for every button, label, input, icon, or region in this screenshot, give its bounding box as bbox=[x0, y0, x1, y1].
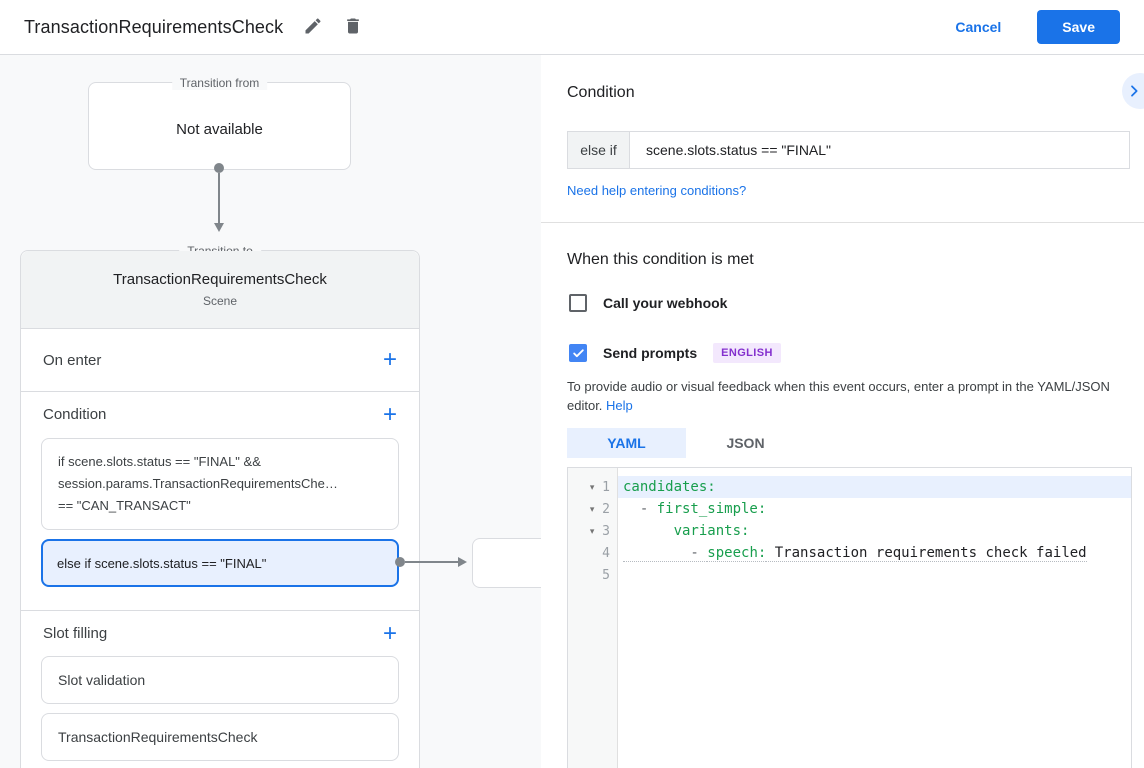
scene-subtitle: Scene bbox=[202, 294, 238, 308]
transition-from-content: Not available bbox=[176, 121, 263, 138]
add-slot-button[interactable]: + bbox=[382, 619, 397, 647]
fold-arrow-icon[interactable]: ▾ bbox=[589, 503, 595, 514]
scene-card-header[interactable]: TransactionRequirementsCheck Scene bbox=[21, 251, 419, 329]
slot-filling-label: Slot filling bbox=[43, 625, 108, 642]
panel-divider bbox=[541, 222, 1144, 223]
trash-icon bbox=[343, 16, 363, 39]
line-number: 3 bbox=[602, 523, 610, 539]
send-prompts-row: Send prompts ENGLISH bbox=[569, 343, 781, 363]
section-divider bbox=[21, 391, 419, 392]
code-segment-val: Transaction requirements check failed bbox=[766, 545, 1087, 562]
line-number: 2 bbox=[602, 501, 610, 517]
condition-item-if[interactable]: if scene.slots.status == "FINAL" && sess… bbox=[41, 438, 399, 530]
transition-target-node[interactable] bbox=[472, 538, 541, 588]
connector-line bbox=[405, 561, 458, 563]
slot-item-transaction-check[interactable]: TransactionRequirementsCheck bbox=[41, 713, 399, 761]
delete-scene-button[interactable] bbox=[337, 10, 369, 45]
code-line[interactable] bbox=[618, 564, 1131, 586]
code-segment-key: variants: bbox=[673, 523, 750, 539]
slot-filling-section: Slot filling + bbox=[21, 611, 419, 656]
add-condition-button[interactable]: + bbox=[382, 400, 397, 428]
editor-hint-text: To provide audio or visual feedback when… bbox=[567, 379, 1110, 413]
slot-item-validation[interactable]: Slot validation bbox=[41, 656, 399, 704]
section-divider bbox=[21, 610, 419, 611]
code-segment-plain bbox=[623, 523, 674, 539]
condition-editor-panel: Condition else if Need help entering con… bbox=[541, 55, 1144, 768]
webhook-label: Call your webhook bbox=[603, 295, 728, 311]
save-button[interactable]: Save bbox=[1037, 10, 1120, 44]
yaml-editor-lines[interactable]: candidates: - first_simple: variants: - … bbox=[618, 468, 1131, 768]
panel-title: Condition bbox=[567, 84, 635, 101]
condition-input-group: else if bbox=[567, 131, 1130, 169]
language-badge: ENGLISH bbox=[713, 343, 781, 363]
editor-tabs: YAML JSON bbox=[567, 428, 805, 458]
webhook-row: Call your webhook bbox=[569, 294, 727, 312]
when-condition-met-title: When this condition is met bbox=[567, 251, 754, 268]
help-inline-link[interactable]: Help bbox=[606, 398, 633, 413]
condition-item-elseif-selected[interactable]: else if scene.slots.status == "FINAL" bbox=[41, 539, 399, 587]
line-number: 5 bbox=[602, 567, 610, 583]
gutter-line[interactable]: 5 bbox=[568, 564, 617, 586]
pencil-icon bbox=[303, 16, 323, 39]
gutter-line[interactable]: ▾3 bbox=[568, 520, 617, 542]
scene-card: Transition to TransactionRequirementsChe… bbox=[20, 244, 420, 768]
code-segment-key: candidates: bbox=[623, 479, 716, 495]
code-segment-key: speech: bbox=[707, 545, 767, 562]
scene-title: TransactionRequirementsCheck bbox=[113, 271, 327, 288]
tab-json[interactable]: JSON bbox=[726, 435, 765, 451]
cancel-button[interactable]: Cancel bbox=[955, 19, 1002, 35]
connector-arrowhead bbox=[214, 223, 224, 232]
code-segment-plain: - bbox=[623, 545, 708, 562]
send-prompts-label: Send prompts bbox=[603, 345, 698, 361]
condition-input[interactable] bbox=[630, 132, 1129, 168]
condition-section-label: Condition bbox=[43, 406, 107, 423]
fold-arrow-icon[interactable]: ▾ bbox=[589, 481, 595, 492]
code-line[interactable]: candidates: bbox=[618, 476, 1131, 498]
add-on-enter-button[interactable]: + bbox=[382, 346, 397, 373]
checkmark-icon bbox=[572, 347, 585, 360]
editor-hint: To provide audio or visual feedback when… bbox=[567, 377, 1129, 415]
tab-yaml[interactable]: YAML bbox=[567, 428, 686, 458]
webhook-checkbox[interactable] bbox=[569, 294, 587, 312]
connector-dot bbox=[214, 163, 224, 173]
gutter-line[interactable]: ▾2 bbox=[568, 498, 617, 520]
code-line[interactable]: variants: bbox=[618, 520, 1131, 542]
code-segment-plain: - bbox=[623, 501, 657, 517]
code-segment-key: first_simple: bbox=[656, 501, 767, 517]
collapse-panel-button[interactable] bbox=[1122, 73, 1144, 109]
connector-line bbox=[218, 173, 220, 223]
transition-from-node[interactable]: Transition from Not available bbox=[88, 76, 351, 170]
page-title: TransactionRequirementsCheck bbox=[24, 16, 284, 37]
code-line[interactable]: - first_simple: bbox=[618, 498, 1131, 520]
edit-scene-button[interactable] bbox=[297, 10, 329, 45]
connector-dot bbox=[395, 557, 405, 567]
flow-canvas: Transition from Not available Transition… bbox=[0, 55, 541, 768]
code-line[interactable]: - speech: Transaction requirements check… bbox=[618, 542, 1131, 564]
line-number: 1 bbox=[602, 479, 610, 495]
app-header: TransactionRequirementsCheck Cancel Save bbox=[0, 0, 1144, 55]
condition-section: Condition + bbox=[21, 391, 419, 438]
fold-arrow-icon[interactable]: ▾ bbox=[589, 525, 595, 536]
transition-from-label: Transition from bbox=[171, 76, 268, 90]
condition-prefix: else if bbox=[568, 132, 630, 168]
on-enter-section: On enter + bbox=[21, 329, 419, 391]
send-prompts-checkbox[interactable] bbox=[569, 344, 587, 362]
conditions-help-link[interactable]: Need help entering conditions? bbox=[567, 183, 747, 198]
line-number: 4 bbox=[602, 545, 610, 561]
gutter-line[interactable]: ▾1 bbox=[568, 476, 617, 498]
connector-arrowhead bbox=[458, 557, 467, 567]
gutter-line[interactable]: 4 bbox=[568, 542, 617, 564]
chevron-right-icon bbox=[1126, 83, 1142, 99]
on-enter-label: On enter bbox=[43, 351, 102, 369]
